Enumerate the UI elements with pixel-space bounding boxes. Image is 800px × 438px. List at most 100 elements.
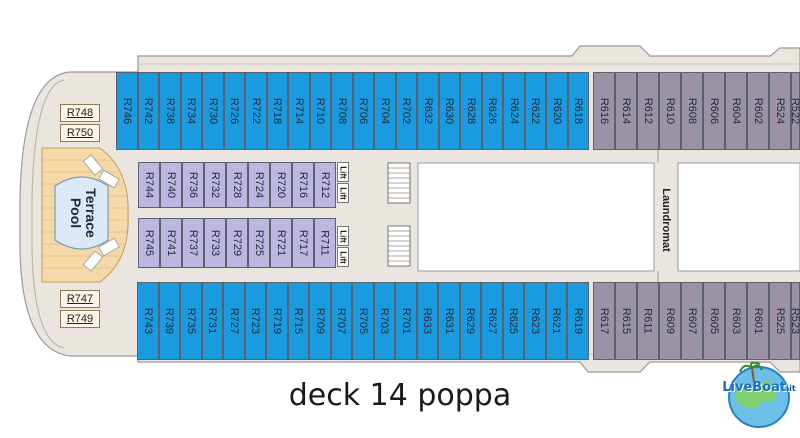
- cabin-r608[interactable]: R608: [681, 72, 703, 150]
- cabin-r604[interactable]: R604: [725, 72, 747, 150]
- cabin-r606[interactable]: R606: [703, 72, 725, 150]
- cabin-r711[interactable]: R711: [314, 218, 336, 268]
- cabin-r717[interactable]: R717: [292, 218, 314, 268]
- cabin-label: R624: [507, 97, 520, 125]
- cabin-r739[interactable]: R739: [158, 282, 180, 360]
- cabin-r525[interactable]: R525: [769, 282, 791, 360]
- cabin-r709[interactable]: R709: [309, 282, 331, 360]
- cabin-r722[interactable]: R722: [245, 72, 267, 150]
- cabin-r609[interactable]: R609: [659, 282, 681, 360]
- cabin-r726[interactable]: R726: [223, 72, 245, 150]
- cabin-r702[interactable]: R702: [395, 72, 417, 150]
- cabin-r715[interactable]: R715: [287, 282, 309, 360]
- cabin-r742[interactable]: R742: [137, 72, 159, 150]
- cabin-label: R730: [206, 97, 219, 125]
- cabin-r714[interactable]: R714: [288, 72, 310, 150]
- cabin-label: R605: [708, 307, 721, 335]
- cabin-r740[interactable]: R740: [160, 162, 182, 208]
- cabin-r704[interactable]: R704: [374, 72, 396, 150]
- cabin-r620[interactable]: R620: [546, 72, 568, 150]
- cabin-r728[interactable]: R728: [226, 162, 248, 208]
- cabin-r631[interactable]: R631: [438, 282, 460, 360]
- cabin-label: R715: [292, 307, 305, 335]
- cabin-r718[interactable]: R718: [266, 72, 288, 150]
- cabin-r614[interactable]: R614: [615, 72, 637, 150]
- cabin-r624[interactable]: R624: [503, 72, 525, 150]
- cabin-r523[interactable]: R523: [790, 282, 800, 360]
- aft-cabin-r749[interactable]: R749: [60, 310, 100, 328]
- cabin-r522[interactable]: R522: [790, 72, 800, 150]
- cabin-r744[interactable]: R744: [138, 162, 160, 208]
- cabin-r708[interactable]: R708: [331, 72, 353, 150]
- cabin-r615[interactable]: R615: [615, 282, 637, 360]
- cabin-r736[interactable]: R736: [182, 162, 204, 208]
- cabin-r721[interactable]: R721: [270, 218, 292, 268]
- cabin-r622[interactable]: R622: [524, 72, 546, 150]
- cabin-r626[interactable]: R626: [481, 72, 503, 150]
- cabin-r629[interactable]: R629: [459, 282, 481, 360]
- cabin-r621[interactable]: R621: [545, 282, 567, 360]
- aft-cabin-r748[interactable]: R748: [60, 104, 100, 122]
- cabin-r705[interactable]: R705: [352, 282, 374, 360]
- cabin-r625[interactable]: R625: [502, 282, 524, 360]
- cabin-r724[interactable]: R724: [248, 162, 270, 208]
- cabin-r605[interactable]: R605: [703, 282, 725, 360]
- cabin-r741[interactable]: R741: [160, 218, 182, 268]
- cabin-r611[interactable]: R611: [637, 282, 659, 360]
- cabin-label: R726: [228, 97, 241, 125]
- cabin-r612[interactable]: R612: [637, 72, 659, 150]
- cabin-r731[interactable]: R731: [201, 282, 223, 360]
- cabin-r628[interactable]: R628: [460, 72, 482, 150]
- cabin-r623[interactable]: R623: [524, 282, 546, 360]
- cabin-r618[interactable]: R618: [567, 72, 589, 150]
- cabin-r710[interactable]: R710: [309, 72, 331, 150]
- cabin-r524[interactable]: R524: [769, 72, 791, 150]
- cabin-r607[interactable]: R607: [681, 282, 703, 360]
- cabin-label: R731: [206, 307, 219, 335]
- cabin-r729[interactable]: R729: [226, 218, 248, 268]
- aft-cabin-r750[interactable]: R750: [60, 124, 100, 142]
- cabin-r720[interactable]: R720: [270, 162, 292, 208]
- cabin-r746[interactable]: R746: [116, 72, 138, 150]
- deck-caption: deck 14 poppa: [288, 378, 512, 413]
- cabin-r712[interactable]: R712: [314, 162, 336, 208]
- cabin-r627[interactable]: R627: [481, 282, 503, 360]
- cabin-r733[interactable]: R733: [204, 218, 226, 268]
- cabin-label: R735: [184, 307, 197, 335]
- cabin-r601[interactable]: R601: [747, 282, 769, 360]
- cabin-label: R719: [270, 307, 283, 335]
- cabin-r745[interactable]: R745: [138, 218, 160, 268]
- cabin-label: R737: [187, 229, 200, 257]
- cabin-r730[interactable]: R730: [202, 72, 224, 150]
- cabin-label: R623: [528, 307, 541, 335]
- cabin-r738[interactable]: R738: [159, 72, 181, 150]
- cabin-label: R728: [231, 171, 244, 199]
- cabin-r706[interactable]: R706: [352, 72, 374, 150]
- cabin-r707[interactable]: R707: [330, 282, 352, 360]
- cabin-r630[interactable]: R630: [438, 72, 460, 150]
- cabin-r732[interactable]: R732: [204, 162, 226, 208]
- cabin-r701[interactable]: R701: [395, 282, 417, 360]
- cabin-label: R612: [642, 97, 655, 125]
- cabin-r734[interactable]: R734: [180, 72, 202, 150]
- cabin-r737[interactable]: R737: [182, 218, 204, 268]
- cabin-label: R617: [598, 307, 611, 335]
- cabin-r716[interactable]: R716: [292, 162, 314, 208]
- cabin-r617[interactable]: R617: [593, 282, 615, 360]
- cabin-r735[interactable]: R735: [180, 282, 202, 360]
- cabin-r703[interactable]: R703: [373, 282, 395, 360]
- cabin-r743[interactable]: R743: [137, 282, 159, 360]
- cabin-r723[interactable]: R723: [244, 282, 266, 360]
- cabin-r719[interactable]: R719: [266, 282, 288, 360]
- cabin-r632[interactable]: R632: [417, 72, 439, 150]
- aft-cabin-r747[interactable]: R747: [60, 290, 100, 308]
- cabin-r616[interactable]: R616: [593, 72, 615, 150]
- cabin-r610[interactable]: R610: [659, 72, 681, 150]
- cabin-r727[interactable]: R727: [223, 282, 245, 360]
- cabin-r725[interactable]: R725: [248, 218, 270, 268]
- cabin-r619[interactable]: R619: [567, 282, 589, 360]
- logo-globe: [728, 361, 790, 428]
- cabin-r602[interactable]: R602: [747, 72, 769, 150]
- cabin-r633[interactable]: R633: [416, 282, 438, 360]
- cabin-r603[interactable]: R603: [725, 282, 747, 360]
